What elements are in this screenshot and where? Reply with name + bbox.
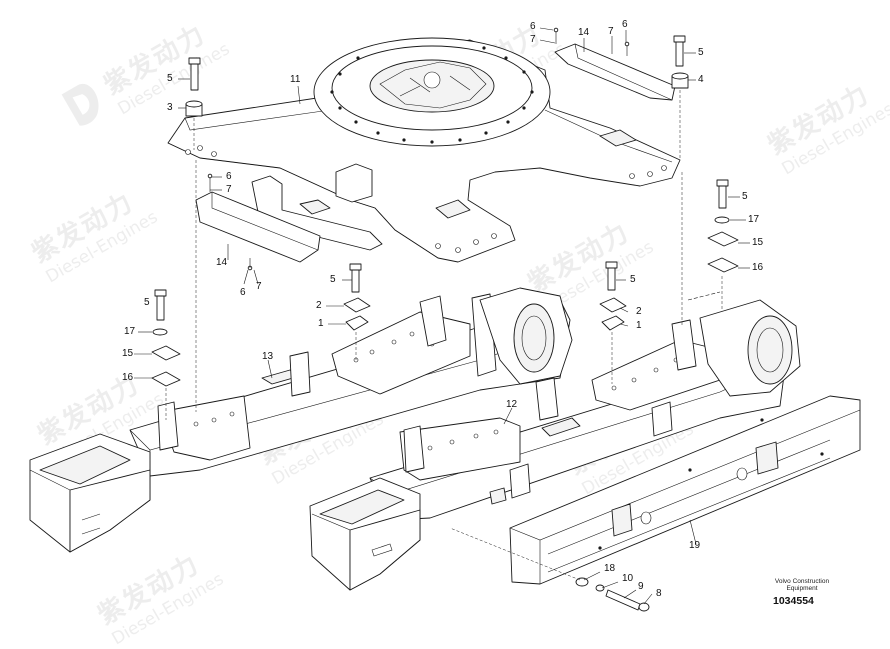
exploded-parts-diagram: 紫发动力 Diesel-Engines 紫发动力 Diesel-Engines … — [0, 0, 890, 629]
callout-12: 12 — [506, 400, 517, 410]
callout-2: 2 — [316, 301, 322, 311]
callout-7: 7 — [226, 185, 232, 195]
callout-2: 2 — [636, 307, 642, 317]
callout-14: 14 — [216, 258, 227, 268]
reference-number: 1034554 — [773, 595, 814, 607]
callout-19: 19 — [689, 541, 700, 551]
callout-5: 5 — [144, 298, 150, 308]
callout-8: 8 — [656, 589, 662, 599]
callout-15: 15 — [122, 349, 133, 359]
callout-7: 7 — [530, 35, 536, 45]
credit-line-1: Volvo Construction — [762, 578, 842, 585]
fastener-group-top-right — [672, 36, 688, 160]
callout-5: 5 — [167, 74, 173, 84]
callout-17: 17 — [124, 327, 135, 337]
callout-7: 7 — [608, 27, 614, 37]
callout-6: 6 — [240, 288, 246, 298]
callout-15: 15 — [752, 238, 763, 248]
fastener-group-left — [152, 290, 180, 420]
callout-7: 7 — [256, 282, 262, 292]
cover-plate-upper — [555, 44, 675, 100]
callout-16: 16 — [122, 373, 133, 383]
callout-10: 10 — [622, 574, 633, 584]
callout-16: 16 — [752, 263, 763, 273]
callout-6: 6 — [622, 20, 628, 30]
callout-6: 6 — [530, 22, 536, 32]
callout-4: 4 — [698, 75, 704, 85]
callout-18: 18 — [604, 564, 615, 574]
callout-17: 17 — [748, 215, 759, 225]
callout-9: 9 — [638, 582, 644, 592]
callout-14: 14 — [578, 28, 589, 38]
callout-1: 1 — [636, 321, 642, 331]
manufacturer-credit: Volvo Construction Equipment — [762, 578, 842, 592]
callout-1: 1 — [318, 319, 324, 329]
callout-5: 5 — [630, 275, 636, 285]
drawing-canvas — [0, 0, 890, 629]
callout-13: 13 — [262, 352, 273, 362]
callout-5: 5 — [742, 192, 748, 202]
callout-11: 11 — [290, 75, 300, 85]
callout-3: 3 — [167, 103, 173, 113]
fastener-group-right — [708, 180, 738, 310]
callout-5: 5 — [698, 48, 704, 58]
callout-6: 6 — [226, 172, 232, 182]
credit-line-2: Equipment — [762, 585, 842, 592]
callout-5: 5 — [330, 275, 336, 285]
